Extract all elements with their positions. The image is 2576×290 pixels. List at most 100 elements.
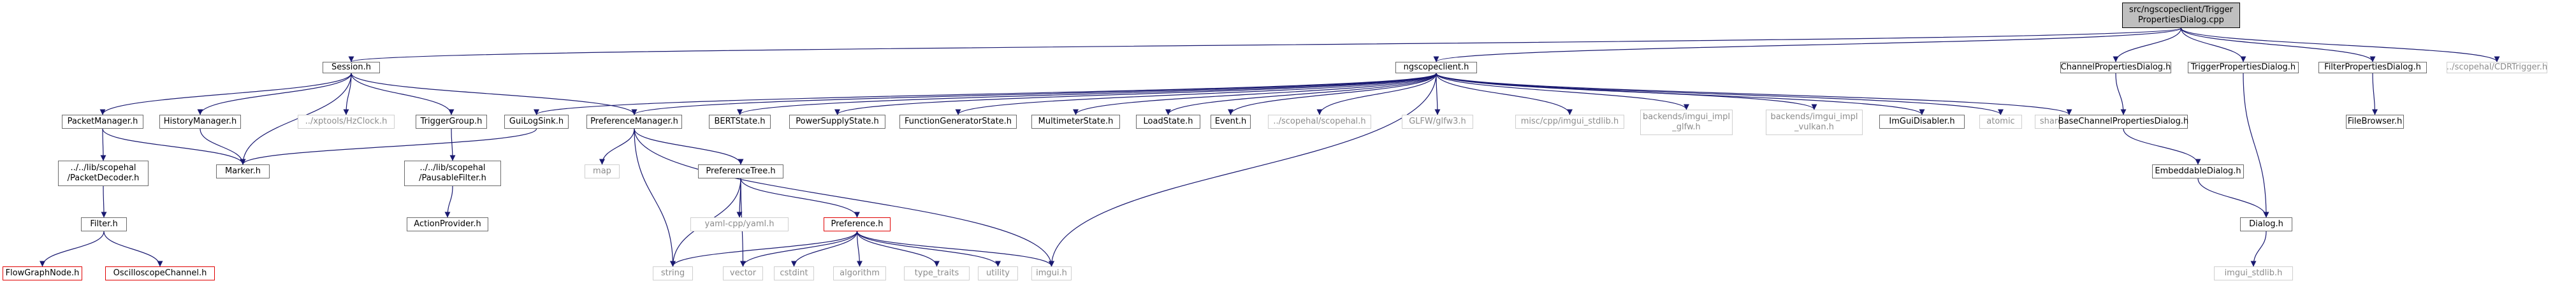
edge-filtprop-to-filebrowser [2371, 73, 2378, 115]
edge-pausable-to-actionprov [444, 185, 453, 218]
edge-preference-to-cstdint [791, 231, 858, 267]
graph-node-cdr: ../scopehal/CDRTrigger.h [2447, 62, 2547, 73]
edge-preference-to-algorithm [856, 231, 862, 267]
edge-ngscope-to-glfw [1434, 73, 1441, 115]
graph-node-label: _glfw.h [1672, 122, 1701, 132]
graph-node-preftree[interactable]: PreferenceTree.h [698, 164, 783, 178]
graph-node-label: Event.h [1214, 117, 1247, 126]
graph-node-label: misc/cpp/imgui_stdlib.h [1520, 117, 1619, 126]
edge-session-to-packetmgr [99, 73, 352, 115]
graph-node-dialog[interactable]: Dialog.h [2240, 217, 2292, 231]
edge-packetdecoder-to-filter [101, 185, 107, 218]
graph-node-basechan[interactable]: BaseChannelPropertiesDialog.h [2058, 115, 2188, 129]
graph-node-psustate[interactable]: PowerSupplyState.h [789, 115, 885, 129]
edge-root-to-cdr [2180, 27, 2500, 62]
graph-node-ngscope[interactable]: ngscopeclient.h [1395, 62, 1477, 73]
edge-ngscope-to-atomic [1436, 73, 2004, 115]
graph-node-guilogsink[interactable]: GuiLogSink.h [504, 115, 569, 129]
graph-node-historymgr[interactable]: HistoryManager.h [159, 115, 241, 129]
graph-node-fgstate[interactable]: FunctionGeneratorState.h [899, 115, 1017, 129]
edge-session-to-marker [240, 73, 352, 165]
graph-node-bertstate[interactable]: BERTState.h [709, 115, 771, 129]
graph-node-label: atomic [1986, 117, 2015, 126]
graph-node-label: TriggerGroup.h [420, 117, 483, 126]
graph-node-label: PropertiesDialog.cpp [2138, 15, 2224, 25]
graph-node-typetraits: type_traits [904, 266, 970, 280]
graph-node-label: PreferenceTree.h [706, 166, 776, 176]
edge-root-to-session [349, 27, 2182, 62]
graph-node-label: utility [986, 268, 1010, 278]
edge-filter-to-oscchan [103, 231, 163, 267]
edge-session-to-triggergroup [351, 73, 455, 115]
edge-dialog-to-imguistdlib [2250, 231, 2267, 267]
edge-trigprop-to-dialog [2243, 73, 2269, 218]
edge-prefmgr-to-imgui [634, 128, 1054, 267]
graph-node-label: HistoryManager.h [163, 117, 237, 126]
graph-node-chanprop[interactable]: ChannelPropertiesDialog.h [2060, 62, 2171, 73]
graph-node-label: ../../lib/scopehal [70, 163, 136, 173]
graph-node-label: _vulkan.h [1794, 122, 1834, 132]
graph-node-session[interactable]: Session.h [323, 62, 380, 73]
graph-node-label: FileBrowser.h [2347, 117, 2403, 126]
graph-node-label: ImGuiDisabler.h [1889, 117, 1955, 126]
graph-node-imguistdlib: imgui_stdlib.h [2214, 266, 2293, 280]
graph-node-filebrowser[interactable]: FileBrowser.h [2346, 115, 2404, 129]
graph-node-label: PacketManager.h [67, 117, 138, 126]
graph-node-label: OscilloscopeChannel.h [113, 268, 207, 278]
graph-node-label: ../../lib/scopehal [419, 163, 486, 173]
graph-node-label: string [660, 268, 685, 278]
graph-node-filtprop[interactable]: FilterPropertiesDialog.h [2318, 62, 2427, 73]
graph-node-disabler[interactable]: ImGuiDisabler.h [1879, 115, 1965, 129]
edge-triggergroup-to-pausable [449, 128, 456, 161]
edge-ngscope-to-imgui [1049, 73, 1437, 267]
edge-ngscope-to-scopehal [1316, 73, 1437, 115]
graph-node-packetmgr[interactable]: PacketManager.h [62, 115, 143, 129]
edge-ngscope-to-bertstate [737, 73, 1437, 115]
edge-ngscope-to-mmstate [1073, 73, 1437, 115]
graph-node-packetdecoder[interactable]: ../../lib/scopehal/PacketDecoder.h [58, 161, 149, 186]
edge-preftree-to-preference [740, 178, 860, 218]
graph-node-label: imgui.h [1036, 268, 1067, 278]
graph-node-label: GuiLogSink.h [509, 117, 564, 126]
graph-node-label: src/ngscopeclient/Trigger [2129, 5, 2233, 15]
graph-node-embeddable[interactable]: EmbeddableDialog.h [2152, 164, 2244, 178]
graph-node-oscchan[interactable]: OscilloscopeChannel.h [105, 266, 215, 280]
graph-node-label: imgui_stdlib.h [2224, 268, 2283, 278]
edge-prefmgr-to-string [634, 128, 676, 267]
graph-node-prefmgr[interactable]: PreferenceManager.h [586, 115, 682, 129]
edge-root-to-ngscope [1433, 27, 2182, 62]
edge-prefmgr-to-map [599, 128, 635, 165]
edge-historymgr-to-marker [200, 128, 246, 165]
graph-node-label: MultimeterState.h [1038, 117, 1114, 126]
graph-node-label: cstdint [780, 268, 808, 278]
graph-node-label: yaml-cpp/yaml.h [704, 219, 775, 229]
graph-node-mmstate[interactable]: MultimeterState.h [1031, 115, 1120, 129]
edge-root-to-trigprop [2180, 27, 2246, 62]
graph-node-event[interactable]: Event.h [1211, 115, 1251, 129]
graph-node-atomic: atomic [1979, 115, 2022, 129]
graph-node-actionprov[interactable]: ActionProvider.h [407, 217, 488, 231]
graph-node-flowgraph[interactable]: FlowGraphNode.h [3, 266, 82, 280]
edge-preference-to-typetraits [856, 231, 940, 267]
graph-node-loadstate[interactable]: LoadState.h [1136, 115, 1200, 129]
edge-preference-to-imgui [856, 231, 1054, 267]
graph-node-label: GLFW/glfw3.h [1409, 117, 1466, 126]
graph-node-trigprop[interactable]: TriggerPropertiesDialog.h [2188, 62, 2299, 73]
edge-session-to-historymgr [197, 73, 352, 115]
graph-node-glfwimpl: backends/imgui_impl_glfw.h [1640, 110, 1733, 135]
edge-embeddable-to-dialog [2197, 178, 2269, 218]
graph-node-filter[interactable]: Filter.h [81, 217, 127, 231]
graph-node-triggergroup[interactable]: TriggerGroup.h [416, 115, 487, 129]
edge-ngscope-to-fgstate [955, 73, 1437, 115]
graph-node-algorithm: algorithm [833, 266, 886, 280]
edge-preference-to-utility [856, 231, 1001, 267]
graph-node-preference[interactable]: Preference.h [824, 217, 891, 231]
graph-node-label: PreferenceManager.h [590, 117, 678, 126]
graph-node-label: vector [729, 268, 757, 278]
graph-node-vulkanimpl: backends/imgui_impl_vulkan.h [1766, 110, 1863, 135]
graph-node-marker[interactable]: Marker.h [216, 164, 270, 178]
graph-node-label: /PausableFilter.h [419, 173, 486, 183]
graph-node-pausable[interactable]: ../../lib/scopehal/PausableFilter.h [404, 161, 501, 186]
graph-node-imgui: imgui.h [1031, 266, 1072, 280]
graph-node-stdlib: misc/cpp/imgui_stdlib.h [1515, 115, 1624, 129]
